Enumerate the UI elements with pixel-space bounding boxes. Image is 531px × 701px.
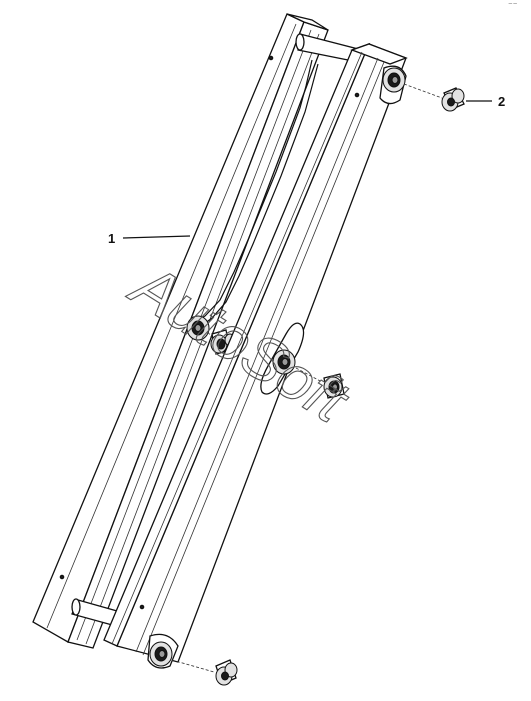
callout-2: 2 <box>466 94 505 109</box>
bushing-top <box>441 87 465 112</box>
corner-mark: ⁻⁻ <box>508 0 518 10</box>
right-rail-top-eye <box>379 65 407 105</box>
right-rail-bottom-eye <box>147 633 179 669</box>
bushing-bottom <box>215 659 238 686</box>
callout-1-label: 1 <box>108 231 115 246</box>
left-rail-bushing <box>186 315 210 341</box>
middle-pivot-plate <box>260 322 305 395</box>
callout-2-label: 2 <box>498 94 505 109</box>
spacer-bushing <box>210 329 236 355</box>
assembly-lines <box>171 83 443 673</box>
right-rail <box>103 42 408 663</box>
callout-1: 1 <box>108 231 191 246</box>
pivot-bushing <box>323 373 345 399</box>
